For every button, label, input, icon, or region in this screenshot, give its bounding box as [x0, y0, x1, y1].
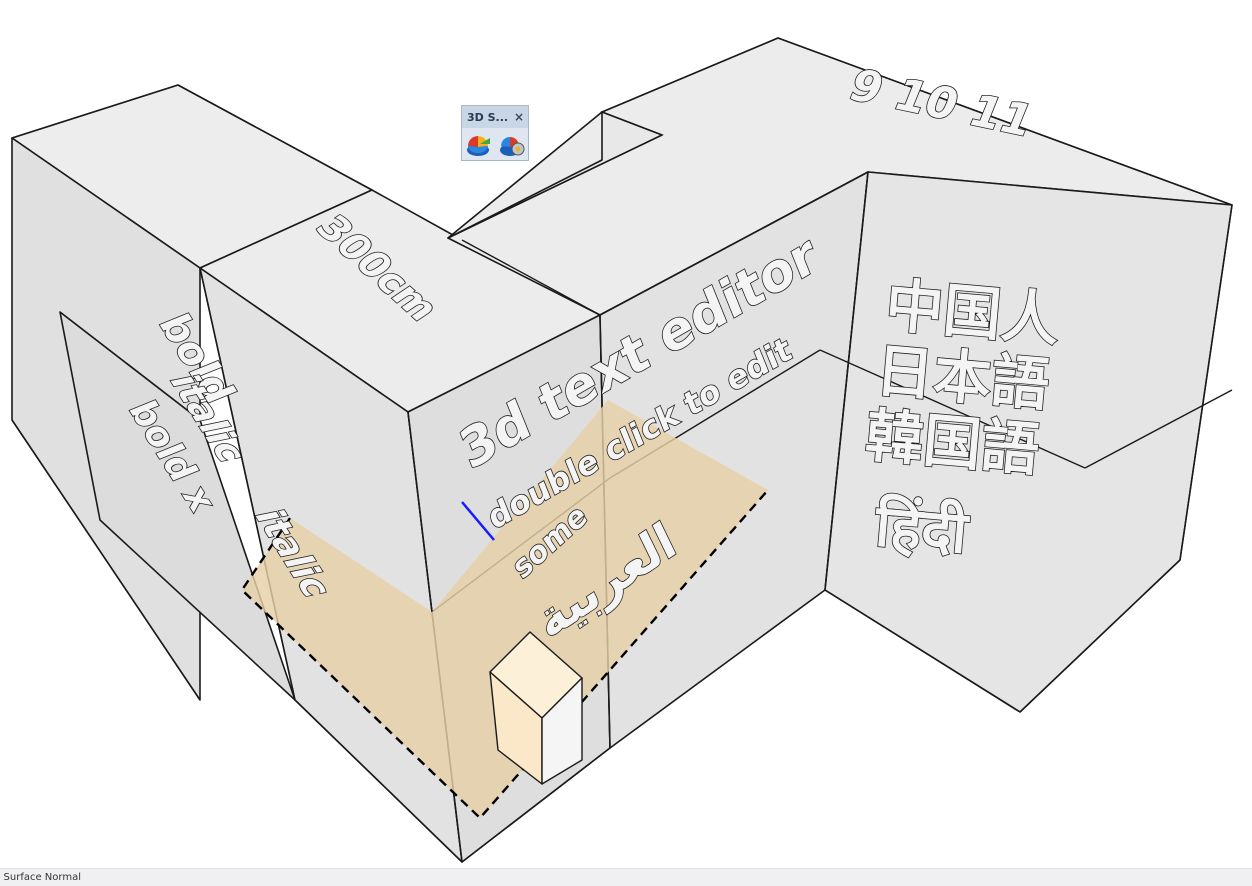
toolbar-buttons	[462, 128, 528, 159]
text-korean: 韓国語	[863, 401, 1042, 484]
status-text: n Surface Normal	[0, 872, 81, 883]
floating-toolbar[interactable]: 3D S... ×	[461, 105, 529, 161]
text-chinese: 中国人	[883, 271, 1062, 354]
3d-viewport[interactable]: bold italic bold x italic 300cm 9 10 11 …	[0, 0, 1252, 868]
toolbar-titlebar[interactable]: 3D S... ×	[462, 106, 528, 128]
axis-line	[461, 501, 495, 541]
cube-object[interactable]	[489, 631, 583, 785]
text-hindi: हिंदी	[872, 491, 972, 567]
3d-settings-tool-button[interactable]	[498, 133, 526, 159]
status-bar: n Surface Normal	[0, 868, 1252, 886]
close-icon[interactable]: ×	[513, 110, 524, 124]
3d-settings-tool-icon	[500, 137, 525, 156]
toolbar-title: 3D S...	[467, 110, 509, 124]
3d-pie-tool-button[interactable]	[465, 133, 493, 159]
selection-plane[interactable]	[240, 400, 769, 820]
3d-pie-tool-icon	[467, 136, 490, 156]
text-japanese: 日本語	[873, 336, 1052, 419]
